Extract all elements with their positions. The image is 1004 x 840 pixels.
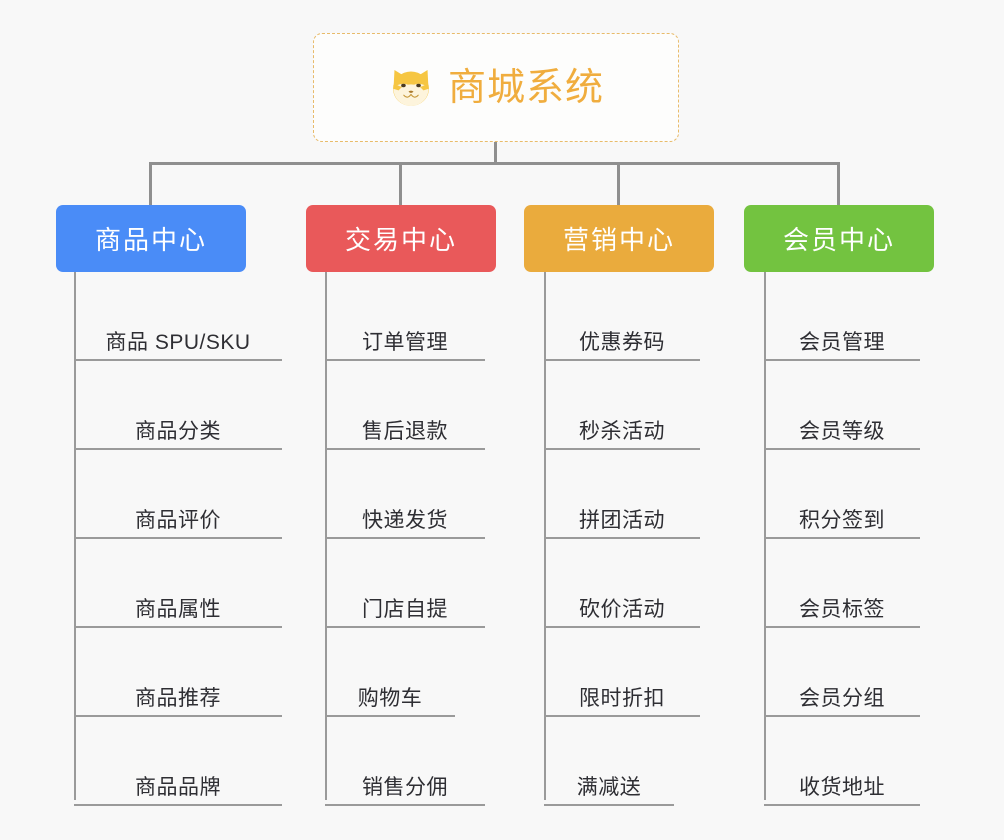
leaf-item-label: 快递发货	[362, 509, 448, 532]
leaf-item[interactable]: 拼团活动	[544, 450, 700, 539]
leaf-item[interactable]: 会员管理	[764, 272, 920, 361]
leaf-item-label: 收货地址	[799, 776, 885, 799]
leaf-item-label: 商品推荐	[135, 687, 221, 710]
branch-header-label: 会员中心	[782, 225, 895, 255]
connector-drop-branch-3	[617, 162, 620, 206]
leaf-item-label: 商品分类	[135, 420, 221, 443]
leaf-item-label: 门店自提	[362, 598, 448, 621]
connector-root-stem	[494, 142, 497, 164]
leaf-item[interactable]: 商品评价	[74, 450, 282, 539]
leaf-item-label: 商品属性	[135, 598, 221, 621]
leaf-item[interactable]: 秒杀活动	[544, 361, 700, 450]
leaf-item[interactable]: 商品推荐	[74, 628, 282, 717]
leaf-item-label: 购物车	[357, 687, 423, 710]
root-node-shop-system[interactable]: 商城系统	[313, 33, 679, 142]
leaf-item-label: 拼团活动	[579, 509, 665, 532]
leaf-item[interactable]: 快递发货	[325, 450, 485, 539]
column-spine	[325, 272, 327, 800]
column-spine	[764, 272, 766, 800]
leaf-item-label: 会员标签	[799, 598, 885, 621]
leaf-item[interactable]: 商品品牌	[74, 717, 282, 806]
leaf-item-label: 砍价活动	[579, 598, 665, 621]
branch-header-product-center[interactable]: 商品中心	[56, 205, 246, 272]
leaf-item[interactable]: 购物车	[325, 628, 455, 717]
leaf-item-label: 销售分佣	[362, 776, 448, 799]
leaf-item-label: 积分签到	[799, 509, 885, 532]
leaf-item[interactable]: 商品属性	[74, 539, 282, 628]
leaf-item[interactable]: 会员等级	[764, 361, 920, 450]
root-node-title: 商城系统	[447, 66, 604, 109]
leaf-item[interactable]: 订单管理	[325, 272, 485, 361]
leaf-item-label: 优惠券码	[579, 331, 665, 354]
leaf-item[interactable]: 售后退款	[325, 361, 485, 450]
leaf-item-label: 商品品牌	[135, 776, 221, 799]
branch-header-label: 营销中心	[562, 225, 675, 255]
shiba-dog-icon	[393, 69, 429, 106]
connector-drop-branch-1	[149, 162, 152, 206]
leaf-item-label: 会员管理	[799, 331, 885, 354]
leaf-item[interactable]: 商品分类	[74, 361, 282, 450]
connector-drop-branch-4	[837, 162, 840, 206]
leaf-item[interactable]: 商品 SPU/SKU	[74, 272, 282, 361]
connector-drop-branch-2	[399, 162, 402, 206]
branch-header-trade-center[interactable]: 交易中心	[306, 205, 496, 272]
leaf-item[interactable]: 满减送	[544, 717, 674, 806]
connector-horizontal-bus	[149, 162, 840, 165]
leaf-item[interactable]: 积分签到	[764, 450, 920, 539]
branch-header-label: 交易中心	[344, 225, 457, 255]
branch-header-member-center[interactable]: 会员中心	[744, 205, 934, 272]
leaf-item[interactable]: 优惠券码	[544, 272, 700, 361]
leaf-item-label: 商品 SPU/SKU	[105, 331, 251, 354]
leaf-item-label: 订单管理	[362, 331, 448, 354]
leaf-item-label: 售后退款	[362, 420, 448, 443]
leaf-item-label: 秒杀活动	[579, 420, 665, 443]
leaf-item[interactable]: 销售分佣	[325, 717, 485, 806]
branch-header-label: 商品中心	[94, 225, 207, 255]
column-spine	[544, 272, 546, 800]
leaf-item[interactable]: 会员标签	[764, 539, 920, 628]
leaf-item-label: 限时折扣	[579, 687, 665, 710]
column-spine	[74, 272, 76, 800]
leaf-item[interactable]: 收货地址	[764, 717, 920, 806]
leaf-item[interactable]: 会员分组	[764, 628, 920, 717]
leaf-item-label: 满减送	[576, 776, 642, 799]
leaf-item-label: 会员分组	[799, 687, 885, 710]
leaf-item[interactable]: 门店自提	[325, 539, 485, 628]
leaf-item[interactable]: 砍价活动	[544, 539, 700, 628]
branch-header-marketing-center[interactable]: 营销中心	[524, 205, 714, 272]
leaf-item[interactable]: 限时折扣	[544, 628, 700, 717]
leaf-item-label: 商品评价	[135, 509, 221, 532]
leaf-item-label: 会员等级	[799, 420, 885, 443]
